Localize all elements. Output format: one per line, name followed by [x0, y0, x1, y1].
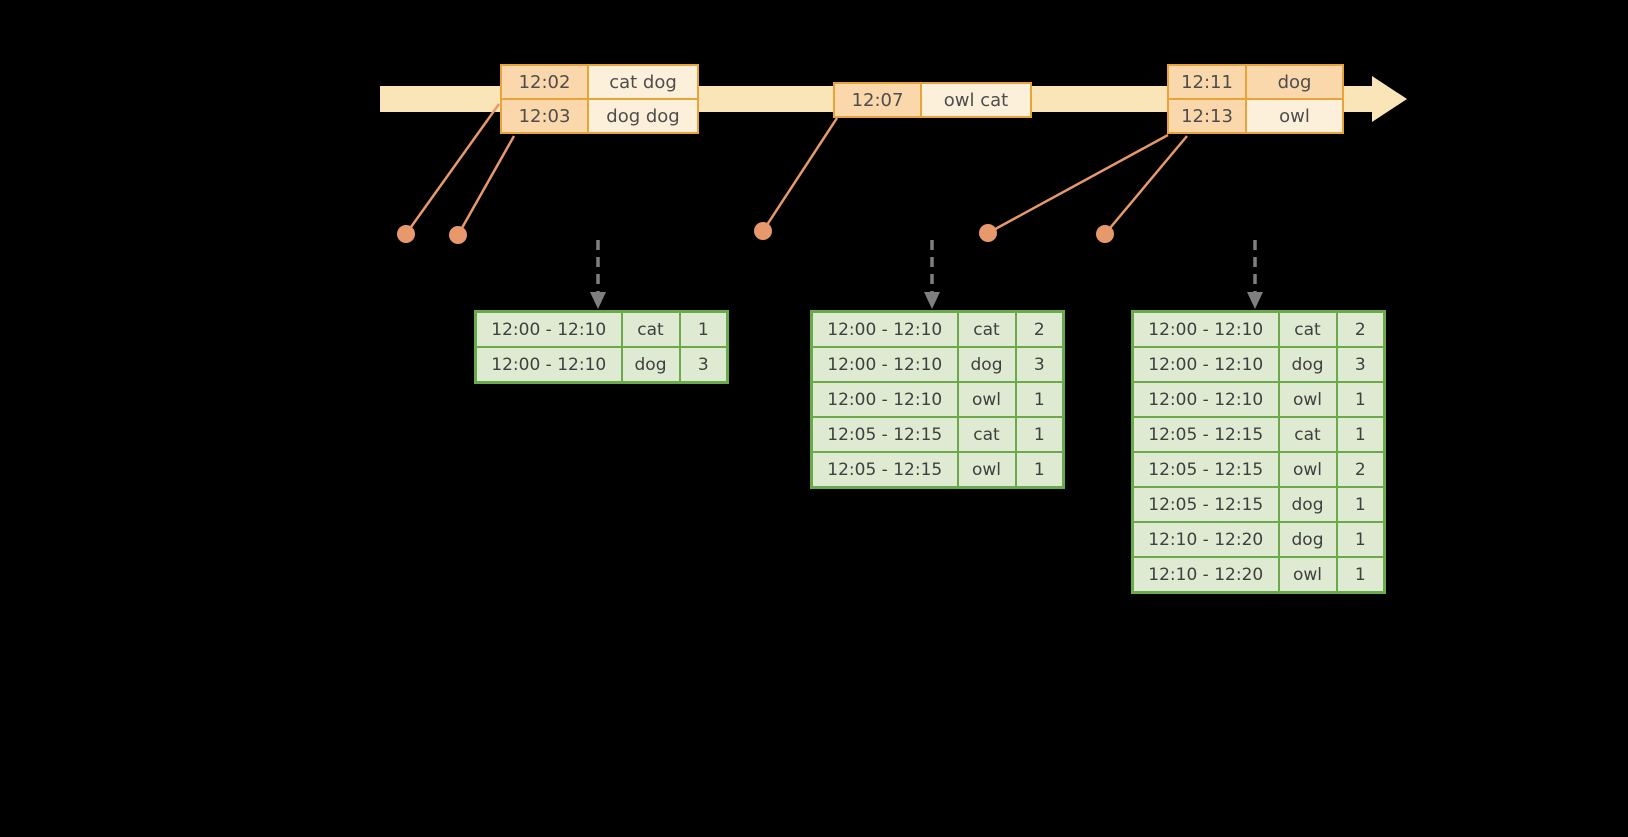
table-cell: owl	[956, 381, 1017, 418]
table-cell: cat	[956, 310, 1017, 348]
table-cell: 1	[1335, 521, 1386, 558]
table-cell: cat	[956, 416, 1017, 453]
event-dot	[449, 226, 467, 244]
table-cell: 12:00 - 12:10	[810, 381, 959, 418]
table-cell: owl	[1245, 98, 1344, 134]
leader-line	[456, 135, 516, 236]
table-cell: dog	[620, 346, 681, 384]
table-cell: dog	[1245, 64, 1344, 100]
leader-line	[987, 133, 1169, 235]
event-leader-lines	[404, 103, 1188, 236]
table-cell: 3	[1014, 346, 1065, 383]
event-dot	[1096, 225, 1114, 243]
table-cell: owl	[1277, 381, 1338, 418]
table-cell: 3	[678, 346, 729, 384]
table-cell: 1	[1014, 451, 1065, 489]
leader-line	[761, 117, 839, 232]
table-cell: 12:05 - 12:15	[1131, 486, 1280, 523]
table-cell: dog dog	[587, 98, 699, 134]
table-cell: 1	[1335, 556, 1386, 594]
table-cell: owl	[1277, 556, 1338, 594]
event-dot	[754, 222, 772, 240]
table-cell: cat	[620, 310, 681, 348]
table-cell: 12:10 - 12:20	[1131, 556, 1280, 594]
table-cell: 12:07	[833, 82, 922, 118]
timeline-arrow-head	[1372, 76, 1407, 122]
event-dot	[979, 224, 997, 242]
table-cell: dog	[1277, 521, 1338, 558]
table-cell: 12:00 - 12:10	[1131, 381, 1280, 418]
trigger-arrow-head	[924, 292, 940, 309]
table-cell: 12:05 - 12:15	[810, 451, 959, 489]
table-cell: owl cat	[920, 82, 1032, 118]
table-cell: 1	[1335, 381, 1386, 418]
table-cell: 1	[1335, 416, 1386, 453]
table-cell: 12:00 - 12:10	[474, 310, 623, 348]
table-cell: 2	[1335, 451, 1386, 488]
table-cell: 12:00 - 12:10	[1131, 346, 1280, 383]
table-cell: 1	[1014, 416, 1065, 453]
table-cell: 12:02	[500, 64, 589, 100]
table-cell: 12:00 - 12:10	[810, 346, 959, 383]
table-cell: 12:05 - 12:15	[810, 416, 959, 453]
table-cell: dog	[1277, 346, 1338, 383]
trigger-arrow-head	[590, 292, 606, 309]
leader-line	[1104, 135, 1188, 235]
table-cell: cat	[1277, 416, 1338, 453]
table-cell: 2	[1335, 310, 1386, 348]
table-cell: 12:10 - 12:20	[1131, 521, 1280, 558]
table-cell: 12:00 - 12:10	[810, 310, 959, 348]
table-cell: owl	[956, 451, 1017, 489]
table-cell: 12:13	[1167, 98, 1247, 134]
table-cell: cat dog	[587, 64, 699, 100]
table-cell: dog	[1277, 486, 1338, 523]
table-cell: 12:03	[500, 98, 589, 134]
table-cell: 12:00 - 12:10	[1131, 310, 1280, 348]
table-cell: 1	[1335, 486, 1386, 523]
table-cell: 12:00 - 12:10	[474, 346, 623, 384]
table-cell: 12:05 - 12:15	[1131, 451, 1280, 488]
table-cell: 2	[1014, 310, 1065, 348]
table-cell: 1	[678, 310, 729, 348]
table-cell: 1	[1014, 381, 1065, 418]
table-cell: 3	[1335, 346, 1386, 383]
event-dot	[397, 225, 415, 243]
trigger-arrow-head	[1247, 292, 1263, 309]
event-dots	[397, 222, 1114, 244]
table-cell: 12:05 - 12:15	[1131, 416, 1280, 453]
table-cell: dog	[956, 346, 1017, 383]
trigger-arrows	[590, 240, 1263, 309]
table-cell: cat	[1277, 310, 1338, 348]
table-cell: 12:11	[1167, 64, 1247, 100]
leader-line	[404, 103, 501, 235]
table-cell: owl	[1277, 451, 1338, 488]
